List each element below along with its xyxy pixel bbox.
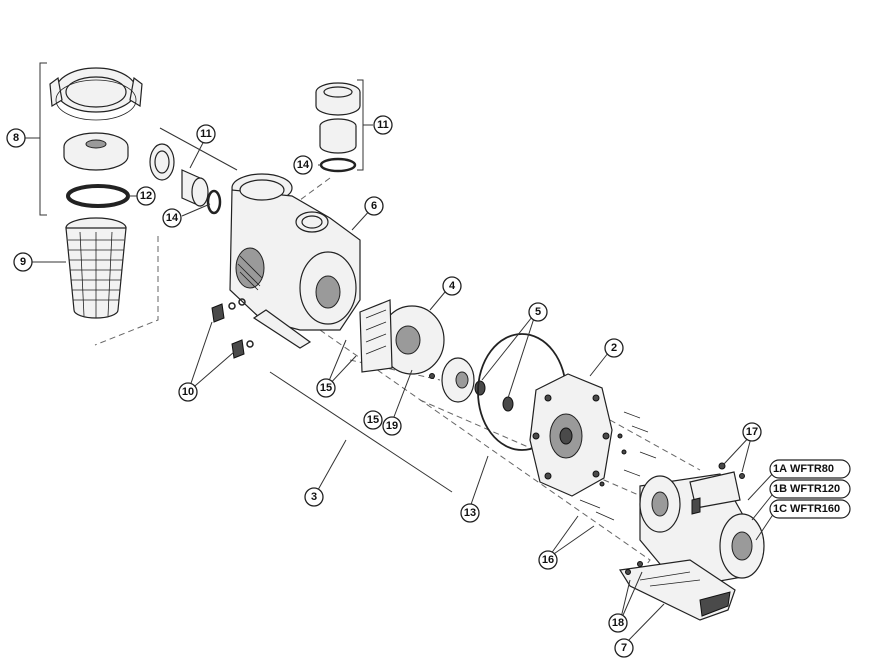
callout-15-lower-label: 15 <box>367 414 379 426</box>
union-o-ring-top <box>319 157 357 173</box>
lid-lock-ring <box>49 67 143 121</box>
callout-9: 9 <box>13 252 33 272</box>
model-1c-code: 1C <box>773 503 787 515</box>
callout-13: 13 <box>460 503 480 523</box>
callout-10-label: 10 <box>182 386 194 398</box>
callout-11-top: 11 <box>373 115 393 135</box>
mechanical-seal <box>502 396 514 412</box>
motor-bolts <box>579 481 615 521</box>
strainer-lid <box>63 132 129 171</box>
callout-16: 16 <box>538 550 558 570</box>
callout-14-top: 14 <box>293 155 313 175</box>
model-1a-code: 1A <box>773 463 787 475</box>
union-tail-top <box>319 118 357 154</box>
callout-17: 17 <box>742 422 762 442</box>
callout-6-label: 6 <box>371 200 377 212</box>
model-1a-name: WFTR80 <box>790 463 834 475</box>
callout-14-top-label: 14 <box>297 159 310 171</box>
pump-housing <box>229 173 361 349</box>
strainer-basket <box>65 217 127 319</box>
model-label-1a: 1A WFTR80 <box>769 459 851 479</box>
lid-o-ring <box>66 184 130 208</box>
callout-11-top-label: 11 <box>377 119 389 131</box>
callout-2: 2 <box>604 338 624 358</box>
assembly-guide-lines <box>94 177 701 581</box>
motor-support <box>619 559 736 621</box>
callout-6: 6 <box>364 196 384 216</box>
callout-5-label: 5 <box>535 306 541 318</box>
model-1b-code: 1B <box>773 483 787 495</box>
callout-13-label: 13 <box>464 507 476 519</box>
callout-12: 12 <box>136 186 156 206</box>
callout-4-label: 4 <box>449 280 456 292</box>
callout-4: 4 <box>442 276 462 296</box>
drain-plugs <box>211 298 254 359</box>
callout-9-label: 9 <box>20 256 26 268</box>
callout-19-label: 19 <box>386 420 398 432</box>
callout-18: 18 <box>608 613 628 633</box>
callout-14-left-label: 14 <box>166 212 179 224</box>
callout-19: 19 <box>382 416 402 436</box>
union-nut-top <box>315 82 361 116</box>
callout-11-left: 11 <box>196 124 216 144</box>
callout-3: 3 <box>304 487 324 507</box>
union-o-ring-left <box>206 189 222 215</box>
seal-plate <box>529 373 613 497</box>
callout-17-label: 17 <box>746 426 758 438</box>
callout-8: 8 <box>6 128 26 148</box>
seal-plate-bolts <box>617 411 657 477</box>
callout-2-label: 2 <box>611 342 617 354</box>
callout-7-label: 7 <box>621 642 627 654</box>
union-tail-left <box>181 169 209 207</box>
bracket-lines <box>39 62 453 493</box>
callout-10: 10 <box>178 382 198 402</box>
callout-18-label: 18 <box>612 617 624 629</box>
model-1b-name: WFTR120 <box>790 483 840 495</box>
support-screws <box>625 561 643 575</box>
model-label-1c: 1C WFTR160 <box>769 499 851 519</box>
callout-5: 5 <box>528 302 548 322</box>
callout-15-upper: 15 <box>316 378 336 398</box>
motor-nuts <box>718 462 745 479</box>
motor <box>639 471 765 589</box>
callout-8-label: 8 <box>13 132 19 144</box>
callout-11-left-label: 11 <box>200 128 212 140</box>
model-label-1b: 1B WFTR120 <box>769 479 851 499</box>
model-1c-name: WFTR160 <box>790 503 840 515</box>
callout-12-label: 12 <box>140 190 152 202</box>
callout-16-label: 16 <box>542 554 554 566</box>
callout-7: 7 <box>614 638 634 658</box>
callout-14-left: 14 <box>162 208 182 228</box>
callout-15-upper-label: 15 <box>320 382 332 394</box>
impeller-screw <box>429 373 435 379</box>
callout-3-label: 3 <box>311 491 317 503</box>
union-nut-left <box>149 143 175 181</box>
callout-15-lower: 15 <box>363 410 383 430</box>
diffuser <box>359 299 445 375</box>
